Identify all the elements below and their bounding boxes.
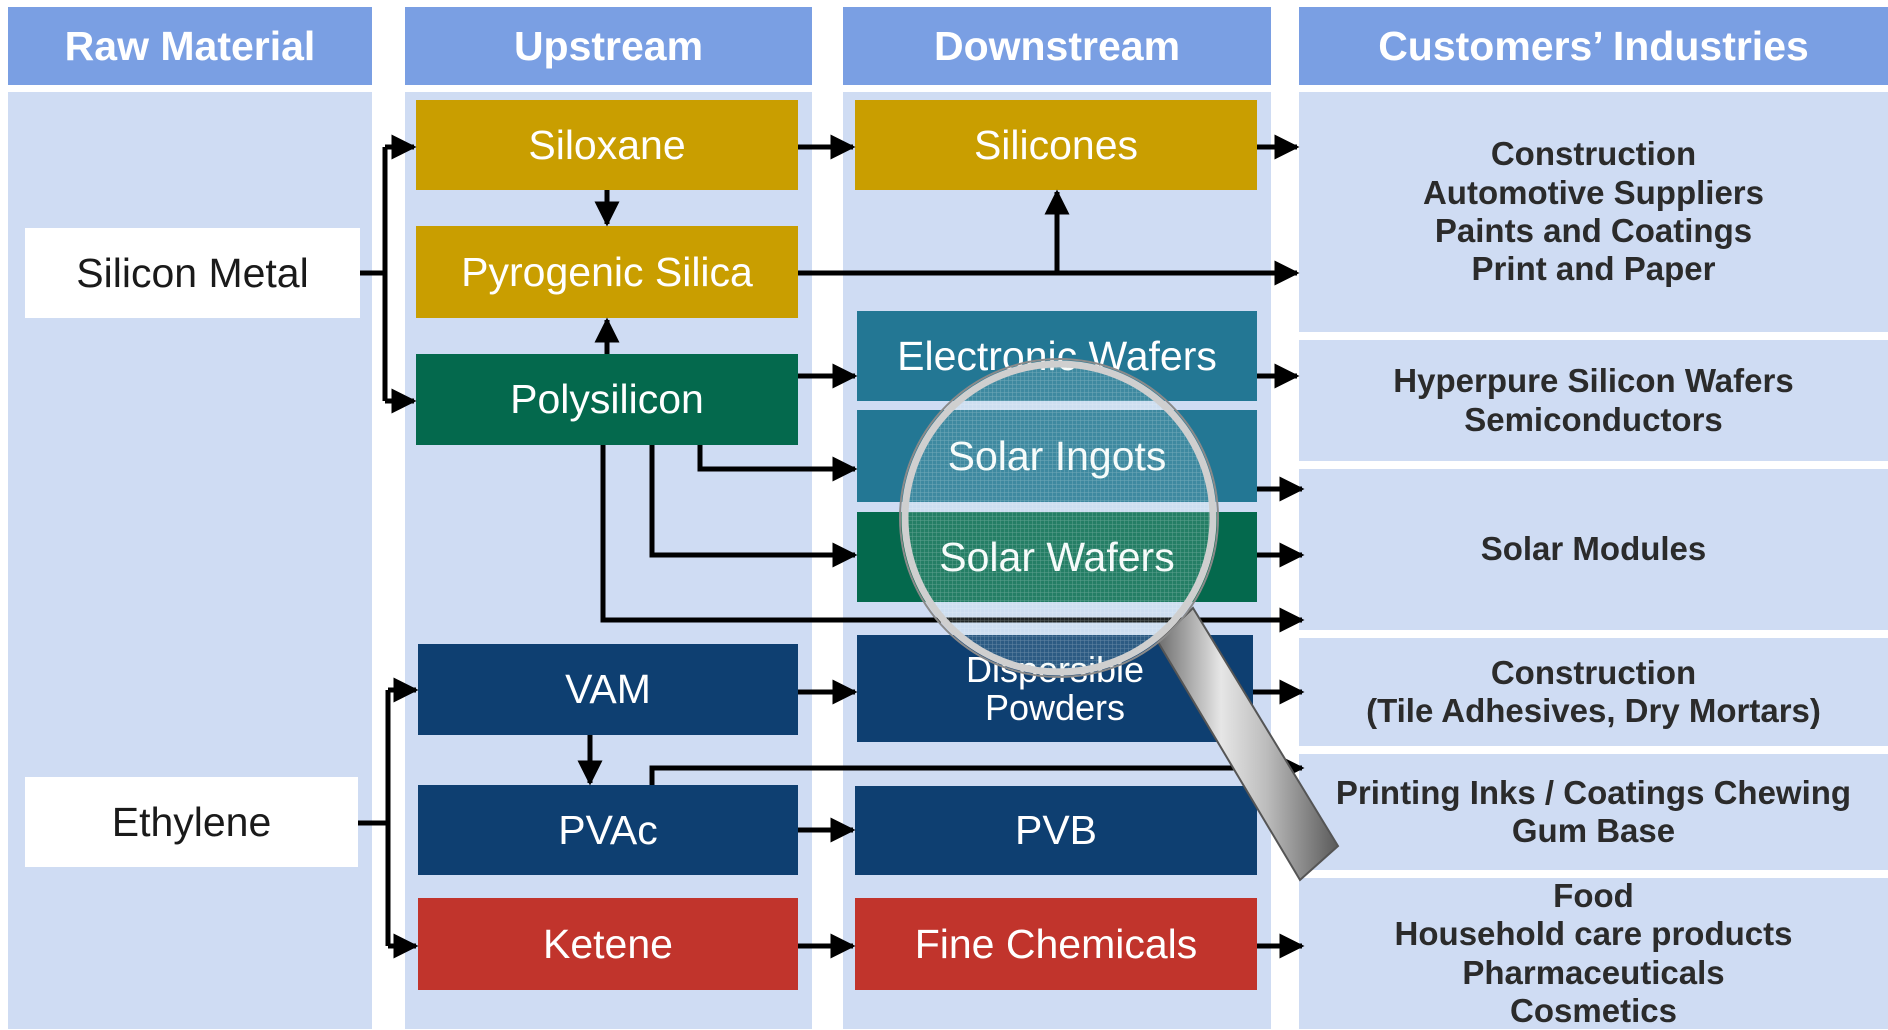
customer-pharmaceuticals: Pharmaceuticals: [1462, 953, 1725, 991]
customer-print-paper: Print and Paper: [1471, 250, 1716, 288]
customer-construction-2: Construction: [1490, 653, 1697, 691]
customer-semiconductors: Semiconductors: [1464, 400, 1723, 438]
magnifying-glass-icon: [899, 358, 1340, 882]
fine-chemicals-box: Fine Chemicals: [855, 898, 1257, 990]
silicon-metal-box: Silicon Metal: [25, 228, 360, 318]
pyrogenic-silica-box: Pyrogenic Silica: [416, 226, 798, 318]
pvac-box: PVAc: [418, 785, 798, 875]
customer-printing-inks: Printing Inks / Coatings Chewing: [1335, 773, 1852, 811]
customer-construction: Construction: [1490, 135, 1697, 173]
customer-tile-adhesives: (Tile Adhesives, Dry Mortars): [1366, 692, 1821, 729]
customer-paints-coatings: Paints and Coatings: [1434, 212, 1753, 249]
customer-gum-base: Gum Base: [1511, 812, 1676, 849]
ethylene-box: Ethylene: [25, 777, 358, 867]
silicones-box: Silicones: [855, 100, 1257, 190]
header-upstream: Upstream: [405, 7, 812, 85]
siloxane-box: Siloxane: [416, 100, 798, 190]
electronic-wafers-box: Electronic Wafers: [857, 311, 1257, 401]
header-downstream: Downstream: [843, 7, 1271, 85]
customer-group-printing: Printing Inks / Coatings Chewing Gum Bas…: [1299, 754, 1888, 870]
customer-group-construction: Construction (Tile Adhesives, Dry Mortar…: [1299, 638, 1888, 746]
customer-group-silicones: Construction Automotive Suppliers Paints…: [1299, 92, 1888, 332]
customer-cosmetics: Cosmetics: [1510, 991, 1677, 1029]
customer-food: Food: [1553, 876, 1634, 914]
header-customers-industries: Customers’ Industries: [1299, 7, 1888, 85]
customer-solar-modules: Solar Modules: [1480, 530, 1707, 568]
customer-group-solar: Solar Modules: [1299, 469, 1888, 630]
customer-group-fine-chem: Food Household care products Pharmaceuti…: [1299, 876, 1888, 1029]
ketene-box: Ketene: [418, 898, 798, 990]
customer-automotive-suppliers: Automotive Suppliers: [1422, 173, 1765, 211]
powders-line: Powders: [984, 686, 1126, 728]
pvb-box: PVB: [855, 786, 1257, 875]
customer-group-wafers: Hyperpure Silicon Wafers Semiconductors: [1299, 340, 1888, 461]
header-raw-material: Raw Material: [8, 7, 372, 85]
polysilicon-box: Polysilicon: [416, 354, 798, 445]
customer-household: Household care products: [1394, 915, 1793, 953]
customer-hyperpure-wafers: Hyperpure Silicon Wafers: [1393, 362, 1794, 400]
vam-box: VAM: [418, 644, 798, 735]
